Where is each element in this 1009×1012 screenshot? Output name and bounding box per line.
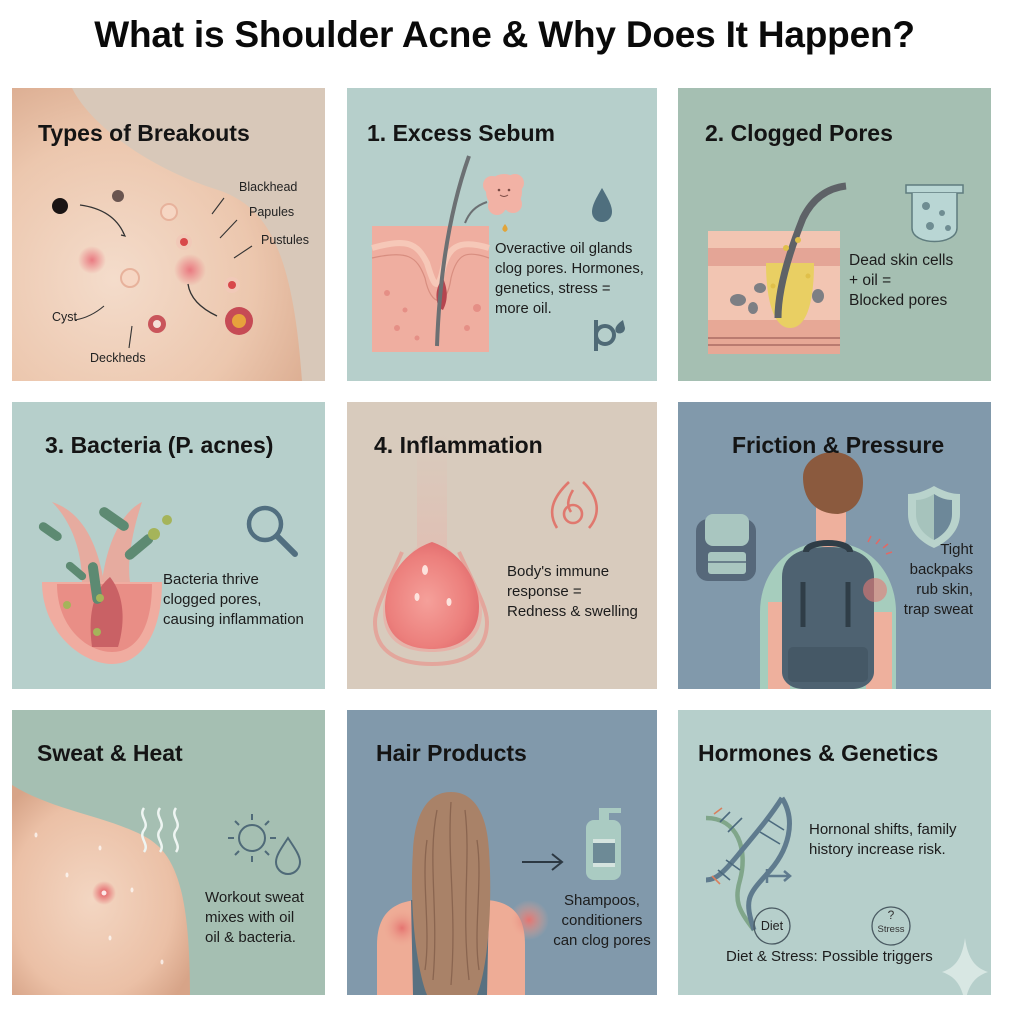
panel-title: 4. Inflammation xyxy=(374,432,543,458)
panel-types-of-breakouts: Types of Breakouts Blackhead Papules Pus… xyxy=(12,88,325,381)
panel-title: 1. Excess Sebum xyxy=(367,120,555,146)
panel-description: Shampoos, conditioners can clog pores xyxy=(553,892,651,949)
infographic-title: What is Shoulder Acne & Why Does It Happ… xyxy=(94,14,915,55)
diet-badge xyxy=(753,907,791,945)
panel-hormones-genetics: Hormones & Genetics Hornonal shifts, fam… xyxy=(678,710,991,995)
sun-icon xyxy=(228,814,276,862)
pipette-drop-icon xyxy=(594,320,625,351)
panel-hair-products: Hair Products Shampoos, conditioners can… xyxy=(347,710,657,995)
hair-shaft xyxy=(435,155,471,347)
shampoo-bottle-icon xyxy=(586,808,621,880)
panel-bacteria: 3. Bacteria (P. acnes) Bacteria thrive c… xyxy=(12,402,325,689)
panel-title: Hair Products xyxy=(376,740,527,766)
swollen-bump-illustration xyxy=(372,432,490,667)
label-papules: Papules xyxy=(249,205,295,219)
arrow-right-icon xyxy=(765,869,792,883)
panel-title: 3. Bacteria (P. acnes) xyxy=(45,432,274,458)
long-hair-back-illustration xyxy=(377,792,549,995)
stress-badge-label: Stress xyxy=(877,924,905,935)
sparkle-icon xyxy=(942,938,988,995)
panel-description: Bacteria thrive clogged pores, causing i… xyxy=(163,571,304,628)
diet-badge-label: Diet xyxy=(760,919,784,933)
dna-icon xyxy=(705,796,792,932)
person-with-backpack-illustration xyxy=(760,452,896,689)
panel-title: Hormones & Genetics xyxy=(698,740,939,766)
heat-waves-icon xyxy=(141,807,179,853)
arrow-right-icon xyxy=(522,853,564,871)
clogged-pore-diagram xyxy=(708,182,847,354)
stress-badge xyxy=(871,906,911,946)
panel-title: Friction & Pressure xyxy=(732,432,945,458)
label-blackhead: Blackhead xyxy=(239,180,298,194)
shield-icon xyxy=(908,486,960,548)
oil-gland-icon xyxy=(464,174,524,232)
skin-pore-diagram xyxy=(371,226,490,352)
label-pustules: Pustules xyxy=(261,233,309,247)
label-deckheds: Deckheds xyxy=(90,351,146,365)
panel-friction-pressure: Friction & Pressure Tight backpaks rub s… xyxy=(678,402,991,689)
oil-drop-icon xyxy=(592,188,612,222)
panel-clogged-pores: 2. Clogged Pores Dead skin cells + oil =… xyxy=(678,88,991,381)
panel-description: Dead skin cells + oil = Blocked pores xyxy=(849,252,954,309)
panel-title: Sweat & Heat xyxy=(37,740,183,766)
panel-title: 2. Clogged Pores xyxy=(705,120,893,146)
panel-inflammation: 4. Inflammation Body's immune response =… xyxy=(347,402,657,689)
stress-question-mark: ? xyxy=(887,908,895,922)
bacteria-pore-illustration xyxy=(38,502,172,664)
panel-title: Types of Breakouts xyxy=(38,120,250,146)
triggers-caption: Diet & Stress: Possible triggers xyxy=(726,948,933,965)
panel-description: Body's immune response = Redness & swell… xyxy=(507,563,638,620)
sweat-drop-icon xyxy=(274,836,302,875)
panel-sweat-heat: Sweat & Heat Workout sweat mixes with oi… xyxy=(12,710,325,995)
magnifier-icon xyxy=(246,505,298,557)
flame-icon xyxy=(550,481,598,529)
panel-excess-sebum: 1. Excess Sebum Overactive oil glands cl… xyxy=(347,88,657,381)
panel-description: Hornonal shifts, family history increase… xyxy=(809,821,957,858)
label-cyst: Cyst xyxy=(52,310,77,324)
panel-description: Workout sweat mixes with oil oil & bacte… xyxy=(205,889,304,946)
debris-cup-icon xyxy=(905,184,964,243)
panel-description: Overactive oil glands clog pores. Hormon… xyxy=(495,241,644,317)
shoulder-skin-illustration xyxy=(12,88,302,381)
panel-description: Tight backpaks rub skin, trap sweat xyxy=(903,541,973,618)
backpack-icon xyxy=(696,514,756,581)
